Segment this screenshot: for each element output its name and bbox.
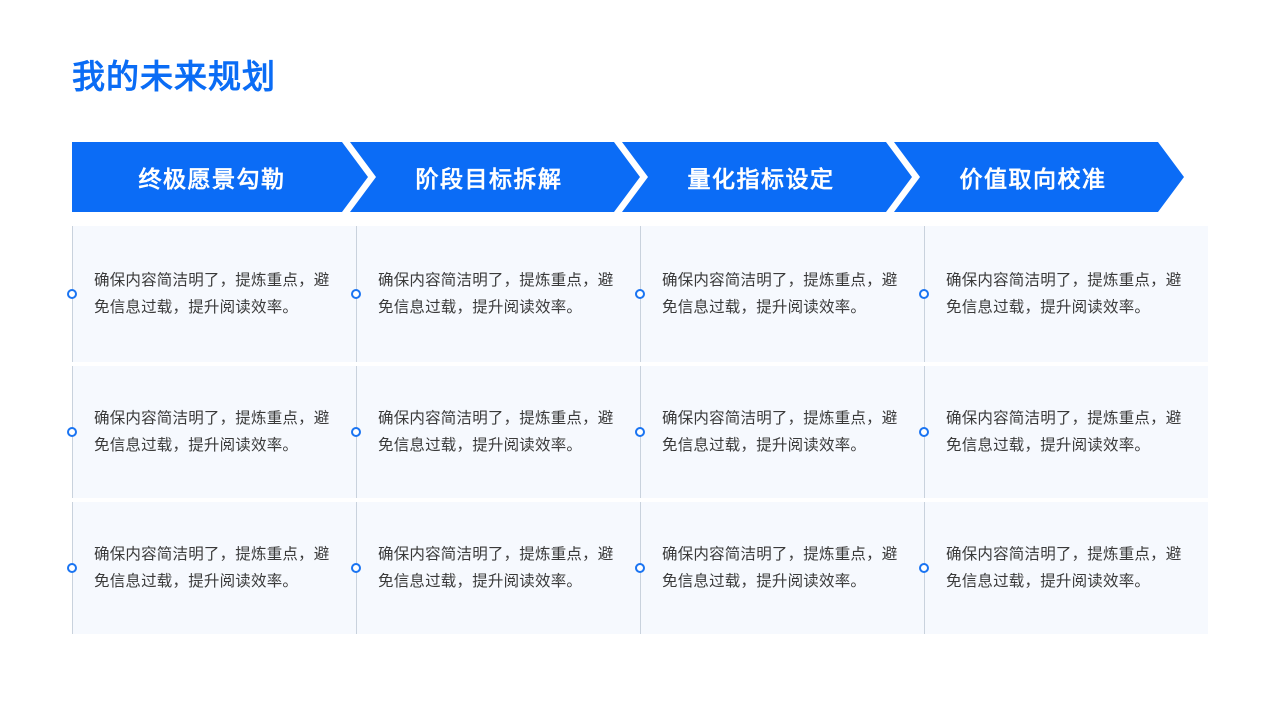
table-row: 确保内容简洁明了，提炼重点，避免信息过载，提升阅读效率。 确保内容简洁明了，提炼…	[67, 498, 1208, 634]
content-cell-r2c2[interactable]: 确保内容简洁明了，提炼重点，避免信息过载，提升阅读效率。	[351, 366, 640, 498]
content-grid: 确保内容简洁明了，提炼重点，避免信息过载，提升阅读效率。 确保内容简洁明了，提炼…	[67, 226, 1208, 634]
content-cell-r1c2[interactable]: 确保内容简洁明了，提炼重点，避免信息过载，提升阅读效率。	[351, 226, 640, 362]
content-cell-r1c4[interactable]: 确保内容简洁明了，提炼重点，避免信息过载，提升阅读效率。	[919, 226, 1208, 362]
process-step-1-label: 终极愿景勾勒	[138, 166, 286, 192]
bullet-ring-icon	[919, 427, 929, 437]
bullet-ring-icon	[351, 427, 361, 437]
content-cell-r2c3[interactable]: 确保内容简洁明了，提炼重点，避免信息过载，提升阅读效率。	[635, 366, 924, 498]
content-cell-r3c2[interactable]: 确保内容简洁明了，提炼重点，避免信息过载，提升阅读效率。	[351, 502, 640, 634]
content-cell-text: 确保内容简洁明了，提炼重点，避免信息过载，提升阅读效率。	[378, 410, 614, 454]
content-cell-text: 确保内容简洁明了，提炼重点，避免信息过载，提升阅读效率。	[946, 272, 1182, 316]
process-step-2-label: 阶段目标拆解	[415, 166, 563, 192]
bullet-ring-icon	[635, 427, 645, 437]
bullet-ring-icon	[919, 289, 929, 299]
process-step-1[interactable]: 终极愿景勾勒	[72, 142, 368, 212]
content-cell-text: 确保内容简洁明了，提炼重点，避免信息过载，提升阅读效率。	[662, 272, 898, 316]
content-cell-text: 确保内容简洁明了，提炼重点，避免信息过载，提升阅读效率。	[946, 410, 1182, 454]
content-cell-text: 确保内容简洁明了，提炼重点，避免信息过载，提升阅读效率。	[94, 546, 330, 590]
content-cell-text: 确保内容简洁明了，提炼重点，避免信息过载，提升阅读效率。	[94, 272, 330, 316]
content-cell-text: 确保内容简洁明了，提炼重点，避免信息过载，提升阅读效率。	[378, 546, 614, 590]
process-step-2[interactable]: 阶段目标拆解	[350, 142, 640, 212]
process-step-4[interactable]: 价值取向校准	[894, 142, 1184, 212]
bullet-ring-icon	[635, 289, 645, 299]
content-cell-r1c3[interactable]: 确保内容简洁明了，提炼重点，避免信息过载，提升阅读效率。	[635, 226, 924, 362]
content-cell-text: 确保内容简洁明了，提炼重点，避免信息过载，提升阅读效率。	[662, 410, 898, 454]
table-row: 确保内容简洁明了，提炼重点，避免信息过载，提升阅读效率。 确保内容简洁明了，提炼…	[67, 362, 1208, 498]
bullet-ring-icon	[67, 289, 77, 299]
page-title: 我的未来规划	[72, 58, 276, 95]
bullet-ring-icon	[67, 427, 77, 437]
content-cell-text: 确保内容简洁明了，提炼重点，避免信息过载，提升阅读效率。	[94, 410, 330, 454]
content-cell-r2c4[interactable]: 确保内容简洁明了，提炼重点，避免信息过载，提升阅读效率。	[919, 366, 1208, 498]
process-step-3-label: 量化指标设定	[687, 166, 835, 192]
content-cell-r1c1[interactable]: 确保内容简洁明了，提炼重点，避免信息过载，提升阅读效率。	[67, 226, 356, 362]
content-cell-text: 确保内容简洁明了，提炼重点，避免信息过载，提升阅读效率。	[946, 546, 1182, 590]
table-row: 确保内容简洁明了，提炼重点，避免信息过载，提升阅读效率。 确保内容简洁明了，提炼…	[67, 226, 1208, 362]
process-step-3[interactable]: 量化指标设定	[622, 142, 912, 212]
process-header-band: 终极愿景勾勒 阶段目标拆解 量化指标设定 价值取向校准	[72, 142, 1208, 212]
content-cell-r3c3[interactable]: 确保内容简洁明了，提炼重点，避免信息过载，提升阅读效率。	[635, 502, 924, 634]
bullet-ring-icon	[67, 563, 77, 573]
bullet-ring-icon	[635, 563, 645, 573]
bullet-ring-icon	[351, 563, 361, 573]
content-cell-r2c1[interactable]: 确保内容简洁明了，提炼重点，避免信息过载，提升阅读效率。	[67, 366, 356, 498]
content-cell-text: 确保内容简洁明了，提炼重点，避免信息过载，提升阅读效率。	[662, 546, 898, 590]
content-cell-r3c1[interactable]: 确保内容简洁明了，提炼重点，避免信息过载，提升阅读效率。	[67, 502, 356, 634]
content-cell-text: 确保内容简洁明了，提炼重点，避免信息过载，提升阅读效率。	[378, 272, 614, 316]
process-step-4-label: 价值取向校准	[959, 166, 1107, 192]
bullet-ring-icon	[919, 563, 929, 573]
content-cell-r3c4[interactable]: 确保内容简洁明了，提炼重点，避免信息过载，提升阅读效率。	[919, 502, 1208, 634]
bullet-ring-icon	[351, 289, 361, 299]
